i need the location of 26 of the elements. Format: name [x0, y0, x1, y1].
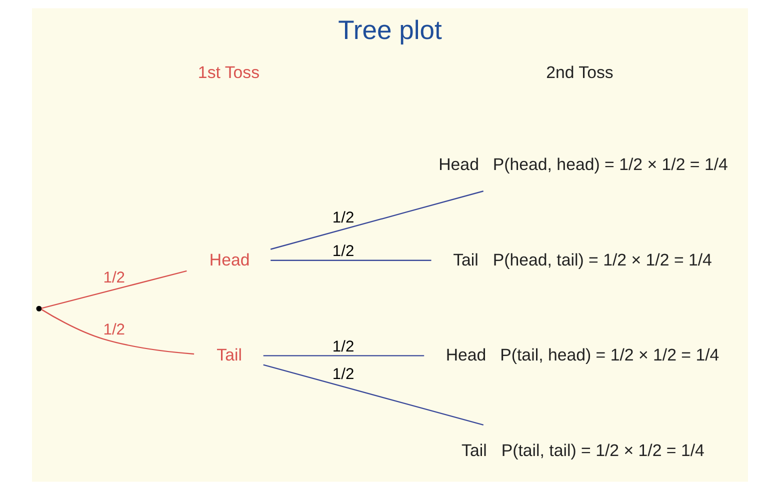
edge-label: 1/2 [332, 366, 354, 384]
node-label: P(tail, tail) = 1/2 × 1/2 = 1/4 [500, 441, 704, 460]
connector [40, 309, 194, 355]
node-text: Tail [452, 250, 478, 270]
node-text: Tail [461, 441, 486, 460]
connector [270, 190, 483, 250]
edge-label: 1/2 [332, 243, 354, 260]
node-text: Head [445, 346, 486, 365]
diagram-title: Tree plot [338, 15, 442, 46]
node-text: Tail [216, 346, 242, 365]
connector [262, 364, 484, 426]
connector [262, 355, 424, 356]
edge-label: 1/2 [102, 270, 125, 287]
connector [270, 260, 431, 261]
node-label: P(head, tail) = 1/2 × 1/2 = 1/4 [492, 250, 712, 270]
node-text: Head [438, 155, 478, 174]
node-label: P(head, head) = 1/2 × 1/2 = 1/4 [492, 155, 728, 174]
edge-label: 1/2 [332, 209, 354, 226]
label: 2nd Toss [546, 62, 613, 82]
node-text: Head [208, 250, 250, 270]
node-point [36, 306, 42, 312]
edge-label: 1/2 [332, 338, 354, 356]
edge-label: 1/2 [102, 321, 125, 338]
label: 1st Toss [197, 62, 260, 82]
node-label: P(tail, head) = 1/2 × 1/2 = 1/4 [500, 346, 719, 365]
connector [40, 270, 186, 309]
